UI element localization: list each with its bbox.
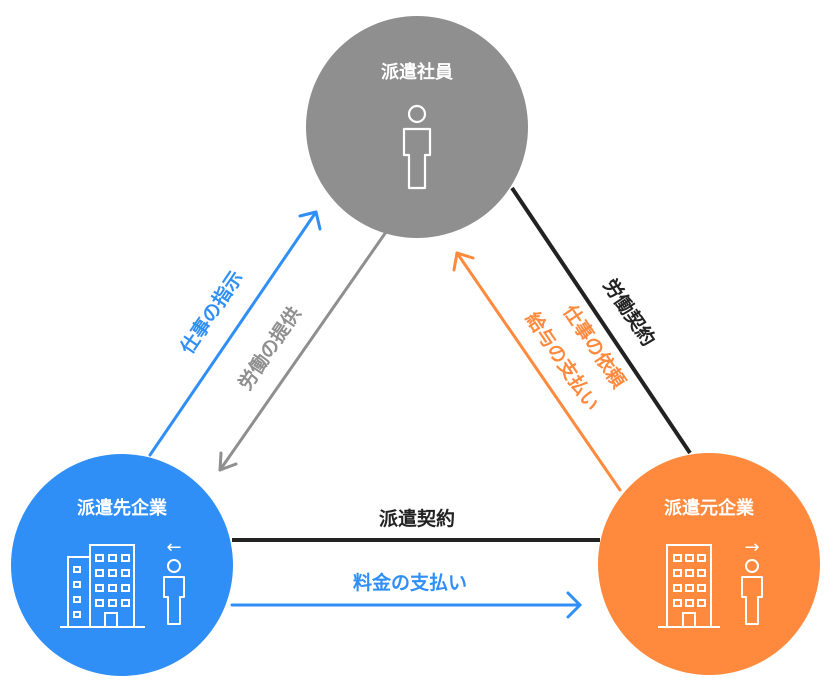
agency-node: 派遣元企業 → (598, 453, 820, 675)
work-instruction-label: 仕事の指示 (175, 267, 248, 359)
employee-node: 派遣社員 (306, 16, 528, 238)
employee-label: 派遣社員 (381, 61, 453, 83)
building-icon (658, 544, 720, 628)
labor-contract-label: 労働契約 (599, 274, 661, 350)
dispatch-contract-label: 派遣契約 (379, 507, 455, 530)
person-icon (741, 559, 763, 625)
agency-label: 派遣元企業 (664, 497, 755, 519)
person-icon (402, 104, 432, 190)
fee-payment-arrow (230, 591, 582, 619)
client-label: 派遣先企業 (77, 497, 168, 519)
labor-contract-line (510, 186, 692, 455)
person-icon (163, 559, 185, 625)
client-node: 派遣先企業 ← (11, 454, 233, 676)
work-instruction-arrow (148, 210, 322, 457)
labor-provision-arrow (218, 230, 388, 472)
fee-payment-label: 料金の支払い (353, 571, 467, 594)
building-icon (60, 544, 145, 628)
work-request-arrow (452, 251, 622, 492)
client-arrow-glyph: ← (166, 537, 181, 558)
agency-arrow-glyph: → (744, 537, 759, 558)
